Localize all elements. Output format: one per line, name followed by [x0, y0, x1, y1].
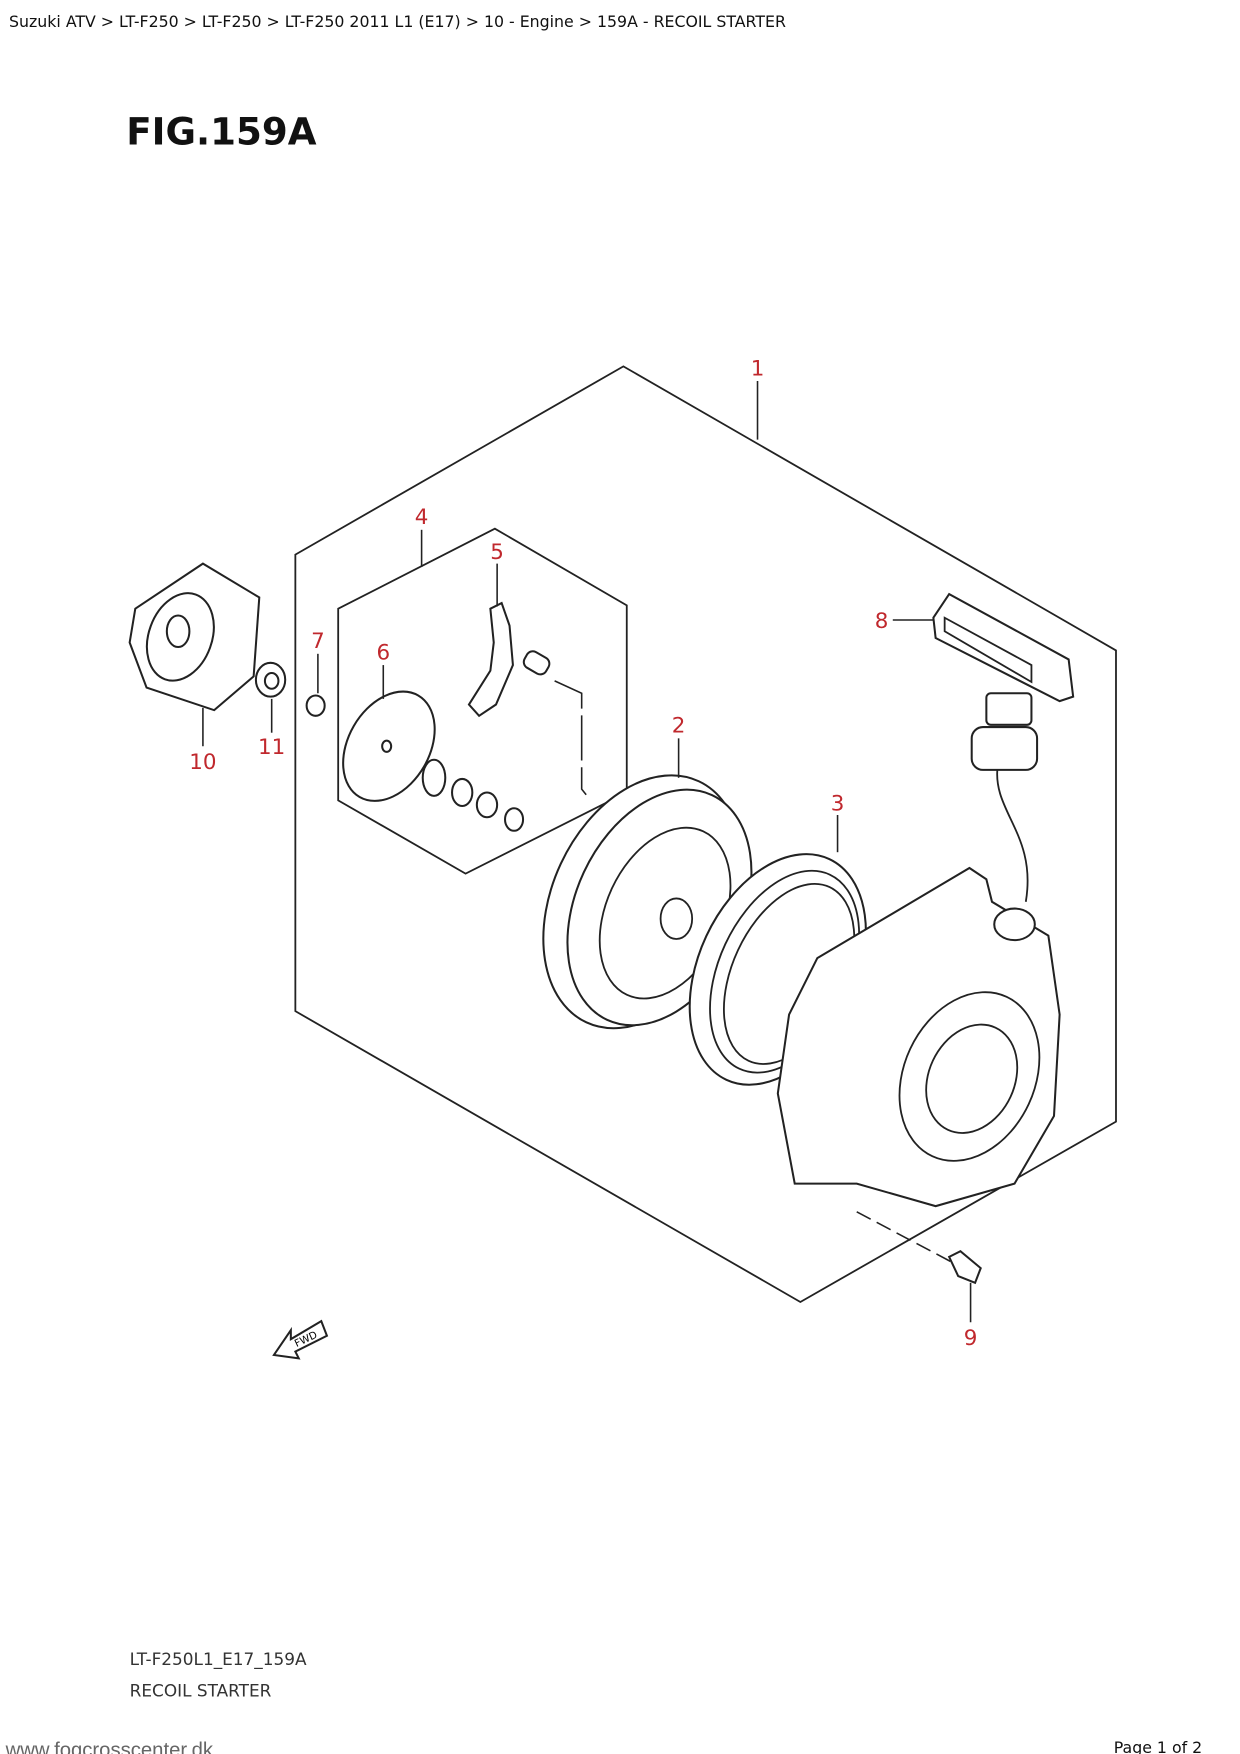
starter-rope: [996, 766, 1029, 902]
callout-6[interactable]: 6: [376, 640, 390, 665]
callout-8[interactable]: 8: [875, 609, 889, 634]
page-number: Page 1 of 2: [1114, 1738, 1202, 1754]
callout-3[interactable]: 3: [831, 791, 845, 816]
part-11-nut[interactable]: [254, 661, 287, 698]
recoil-starter-case[interactable]: [776, 866, 1066, 1208]
forward-arrow-icon: FWD: [272, 1319, 329, 1360]
callout-2[interactable]: 2: [672, 714, 686, 739]
part-8-starter-handle[interactable]: [932, 592, 1075, 771]
part-7-nut[interactable]: [305, 694, 326, 717]
caption-name: RECOIL STARTER: [130, 1681, 272, 1701]
callout-10[interactable]: 10: [189, 750, 216, 775]
part-10-drive-cup[interactable]: [128, 562, 261, 712]
callout-4[interactable]: 4: [415, 505, 429, 530]
callout-7[interactable]: 7: [311, 629, 325, 654]
assembly-outline: [294, 365, 1117, 1304]
subassembly-small-parts[interactable]: [421, 649, 552, 832]
breadcrumb[interactable]: Suzuki ATV > LT-F250 > LT-F250 > LT-F250…: [9, 12, 786, 31]
part-5-pawl[interactable]: [467, 601, 514, 718]
callout-9[interactable]: 9: [964, 1326, 978, 1351]
callout-5[interactable]: 5: [490, 540, 504, 565]
part-9-bolt[interactable]: [856, 1211, 982, 1285]
caption-code: LT-F250L1_E17_159A: [130, 1649, 307, 1670]
callout-11[interactable]: 11: [258, 735, 285, 760]
callout-1[interactable]: 1: [751, 356, 765, 381]
figure-title: FIG.159A: [126, 109, 317, 153]
footer-website-link[interactable]: www.fogcrosscenter.dk: [5, 1739, 214, 1754]
part-6-friction-plate[interactable]: [324, 675, 453, 817]
